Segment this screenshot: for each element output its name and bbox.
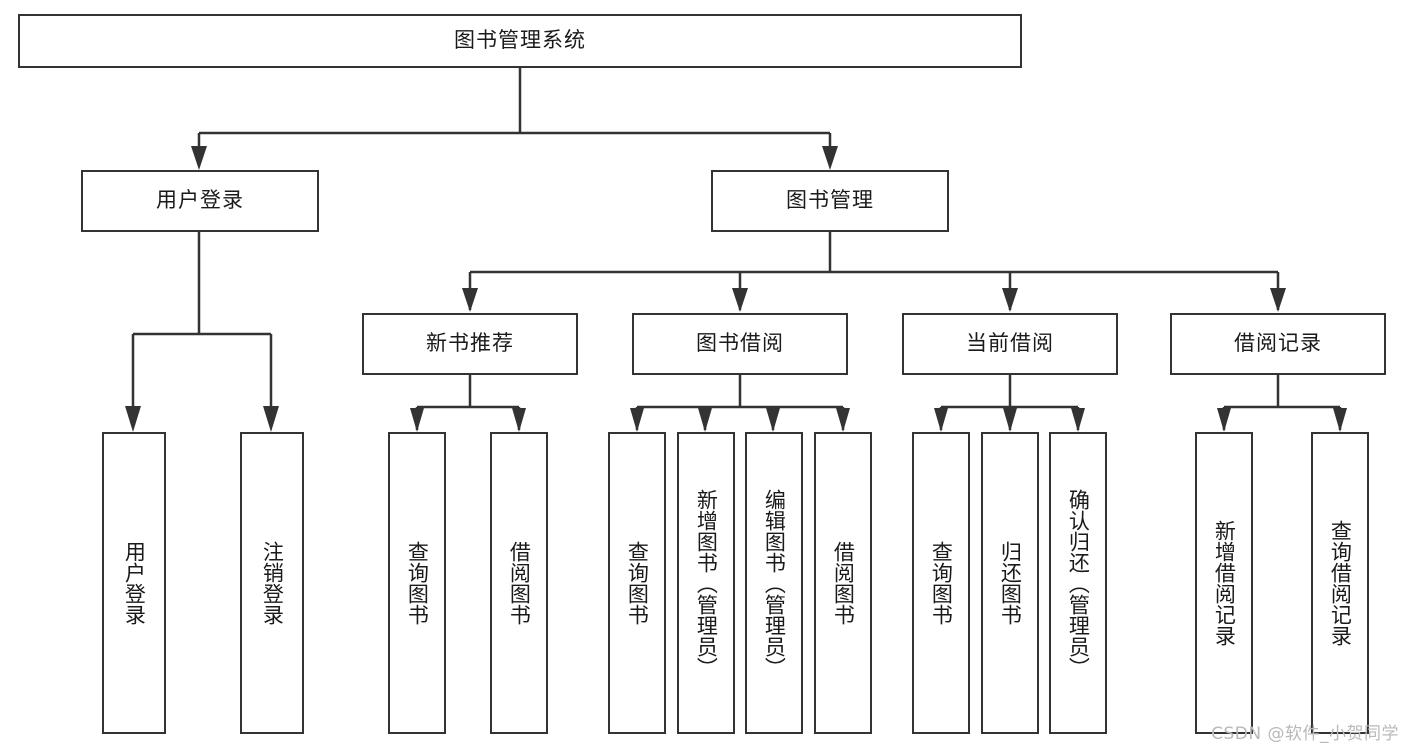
arrowhead-borrow-record bbox=[1270, 288, 1286, 312]
node-leaf-query-record-label: 查询借阅记录 bbox=[1328, 520, 1353, 646]
arrowhead-borrow-book-2 bbox=[836, 408, 850, 432]
node-current-borrow-label: 当前借阅 bbox=[966, 331, 1054, 356]
arrowhead-query-record bbox=[1333, 408, 1347, 432]
node-leaf-add-book-label: 新增图书（管理员） bbox=[694, 488, 719, 678]
node-borrow-record-label: 借阅记录 bbox=[1234, 331, 1322, 356]
node-user-login[interactable]: 用户登录 bbox=[81, 170, 319, 232]
node-leaf-query-book-2[interactable]: 查询图书 bbox=[608, 432, 666, 734]
node-new-book-recommend[interactable]: 新书推荐 bbox=[362, 313, 578, 375]
arrowhead-confirm-return bbox=[1071, 408, 1085, 432]
node-borrow-record[interactable]: 借阅记录 bbox=[1170, 313, 1386, 375]
node-leaf-return-book-label: 归还图书 bbox=[998, 541, 1023, 625]
node-current-borrow[interactable]: 当前借阅 bbox=[902, 313, 1118, 375]
arrowhead-query-book-3 bbox=[934, 408, 948, 432]
arrowhead-book-manage bbox=[822, 146, 838, 170]
node-leaf-query-book-3[interactable]: 查询图书 bbox=[912, 432, 970, 734]
arrowhead-edit-book bbox=[766, 408, 780, 432]
node-leaf-query-book-1[interactable]: 查询图书 bbox=[388, 432, 446, 734]
node-leaf-user-login[interactable]: 用户登录 bbox=[102, 432, 166, 734]
csdn-watermark: CSDN @软件_小贺同学 bbox=[1211, 724, 1399, 744]
arrowhead-current-borrow bbox=[1002, 288, 1018, 312]
arrowhead-add-book bbox=[698, 408, 712, 432]
node-leaf-add-book[interactable]: 新增图书（管理员） bbox=[677, 432, 735, 734]
node-leaf-query-book-1-label: 查询图书 bbox=[405, 541, 430, 625]
arrowhead-borrow-book-1 bbox=[512, 408, 526, 432]
node-book-borrow[interactable]: 图书借阅 bbox=[632, 313, 848, 375]
node-leaf-edit-book-label: 编辑图书（管理员） bbox=[762, 488, 787, 678]
node-leaf-query-record[interactable]: 查询借阅记录 bbox=[1311, 432, 1369, 734]
node-new-book-recommend-label: 新书推荐 bbox=[426, 331, 514, 356]
node-leaf-logout-login-label: 注销登录 bbox=[260, 541, 285, 625]
arrowhead-new-book bbox=[462, 288, 478, 312]
node-leaf-borrow-book-1[interactable]: 借阅图书 bbox=[490, 432, 548, 734]
node-book-borrow-label: 图书借阅 bbox=[696, 331, 784, 356]
arrowhead-query-book-2 bbox=[630, 408, 644, 432]
node-leaf-query-book-2-label: 查询图书 bbox=[625, 541, 650, 625]
arrowhead-query-book-1 bbox=[410, 408, 424, 432]
node-leaf-user-login-label: 用户登录 bbox=[122, 541, 147, 625]
arrowhead-book-borrow bbox=[732, 288, 748, 312]
node-root-label: 图书管理系统 bbox=[454, 28, 586, 53]
node-book-manage[interactable]: 图书管理 bbox=[711, 170, 949, 232]
node-leaf-edit-book[interactable]: 编辑图书（管理员） bbox=[745, 432, 803, 734]
node-leaf-return-book[interactable]: 归还图书 bbox=[981, 432, 1039, 734]
arrowhead-user-login bbox=[191, 146, 207, 170]
node-leaf-confirm-return[interactable]: 确认归还（管理员） bbox=[1049, 432, 1107, 734]
node-user-login-label: 用户登录 bbox=[156, 188, 244, 213]
node-leaf-borrow-book-2-label: 借阅图书 bbox=[831, 541, 856, 625]
node-leaf-add-record[interactable]: 新增借阅记录 bbox=[1195, 432, 1253, 734]
node-book-manage-label: 图书管理 bbox=[786, 188, 874, 213]
node-leaf-query-book-3-label: 查询图书 bbox=[929, 541, 954, 625]
arrowhead-return-book bbox=[1003, 408, 1017, 432]
node-leaf-confirm-return-label: 确认归还（管理员） bbox=[1066, 488, 1091, 678]
node-leaf-borrow-book-2[interactable]: 借阅图书 bbox=[814, 432, 872, 734]
node-leaf-borrow-book-1-label: 借阅图书 bbox=[507, 541, 532, 625]
arrowhead-add-record bbox=[1217, 408, 1231, 432]
node-root[interactable]: 图书管理系统 bbox=[18, 14, 1022, 68]
arrowhead-leaf-logout-login bbox=[263, 406, 279, 432]
arrowhead-leaf-user-login bbox=[125, 406, 141, 432]
node-leaf-logout-login[interactable]: 注销登录 bbox=[240, 432, 304, 734]
arrowheads bbox=[125, 146, 1347, 432]
node-leaf-add-record-label: 新增借阅记录 bbox=[1212, 520, 1237, 646]
